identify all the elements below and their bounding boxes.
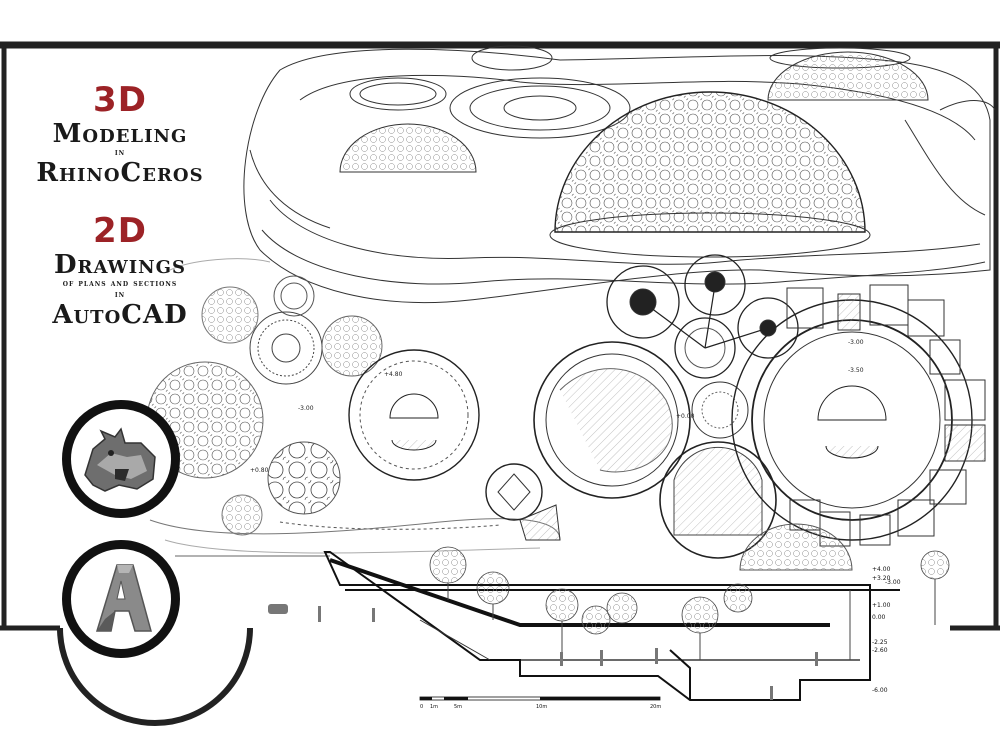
scale-label: 5m: [454, 704, 462, 710]
level-mark: 0.00: [872, 614, 886, 621]
scale-bar: 0 1m 5m 10m 20m: [419, 696, 661, 710]
building-section: [175, 523, 950, 701]
plan-level-tag: -3.50: [848, 367, 864, 374]
autocad-label: AutoCAD: [52, 300, 188, 330]
sheet-frame: [0, 41, 1000, 631]
plan-level-tag: +4.80: [384, 371, 403, 378]
autocad-logo-icon: [95, 564, 152, 632]
level-mark: -2.25: [872, 639, 888, 646]
level-mark: -2.60: [872, 647, 888, 654]
plan-level-tag: +0.80: [250, 467, 269, 474]
rhinoceros-label: RhinoCeros: [36, 158, 204, 188]
rhino-logo-badge: [62, 400, 180, 518]
scale-label: 1m: [430, 704, 438, 710]
level-mark: -3.00: [885, 579, 901, 586]
level-mark: +4.00: [872, 566, 891, 573]
rhino-logo-icon: [84, 427, 156, 492]
logo-arc: [57, 627, 253, 726]
heading-3d: 3D: [93, 80, 147, 120]
level-mark: +3.20: [872, 575, 891, 582]
section-level-marks: +4.00 +3.20 +1.00 0.00 -2.25 -2.60 -6.00…: [872, 566, 901, 694]
plan-level-tags: +0.80 -3.00 -3.00 -3.50 +0.00 +4.80: [250, 339, 864, 474]
plan-level-tag: +0.00: [676, 413, 695, 420]
in-label: in: [114, 148, 126, 158]
scale-label: 0: [420, 704, 423, 710]
scale-label: 10m: [536, 704, 547, 710]
plan-level-tag: -3.00: [298, 405, 314, 412]
section-people: [268, 604, 818, 700]
scale-label: 20m: [650, 704, 661, 710]
heading-2d: 2D: [93, 211, 147, 251]
rhino-3d-model: [243, 45, 996, 304]
of-plans-label: of plans and sections: [62, 279, 178, 289]
site-plan: [146, 254, 986, 559]
plan-level-tag: -3.00: [848, 339, 864, 346]
level-mark: +1.00: [872, 602, 891, 609]
title-block: 3D Modeling in RhinoCeros 2D Drawings of…: [0, 80, 240, 329]
drawings-label: Drawings: [53, 250, 187, 280]
autocad-logo-badge: [62, 540, 180, 658]
section-trees: [429, 546, 950, 635]
level-mark: -6.00: [872, 687, 888, 694]
in-label-2: in: [114, 290, 126, 300]
modeling-label: Modeling: [52, 119, 188, 149]
